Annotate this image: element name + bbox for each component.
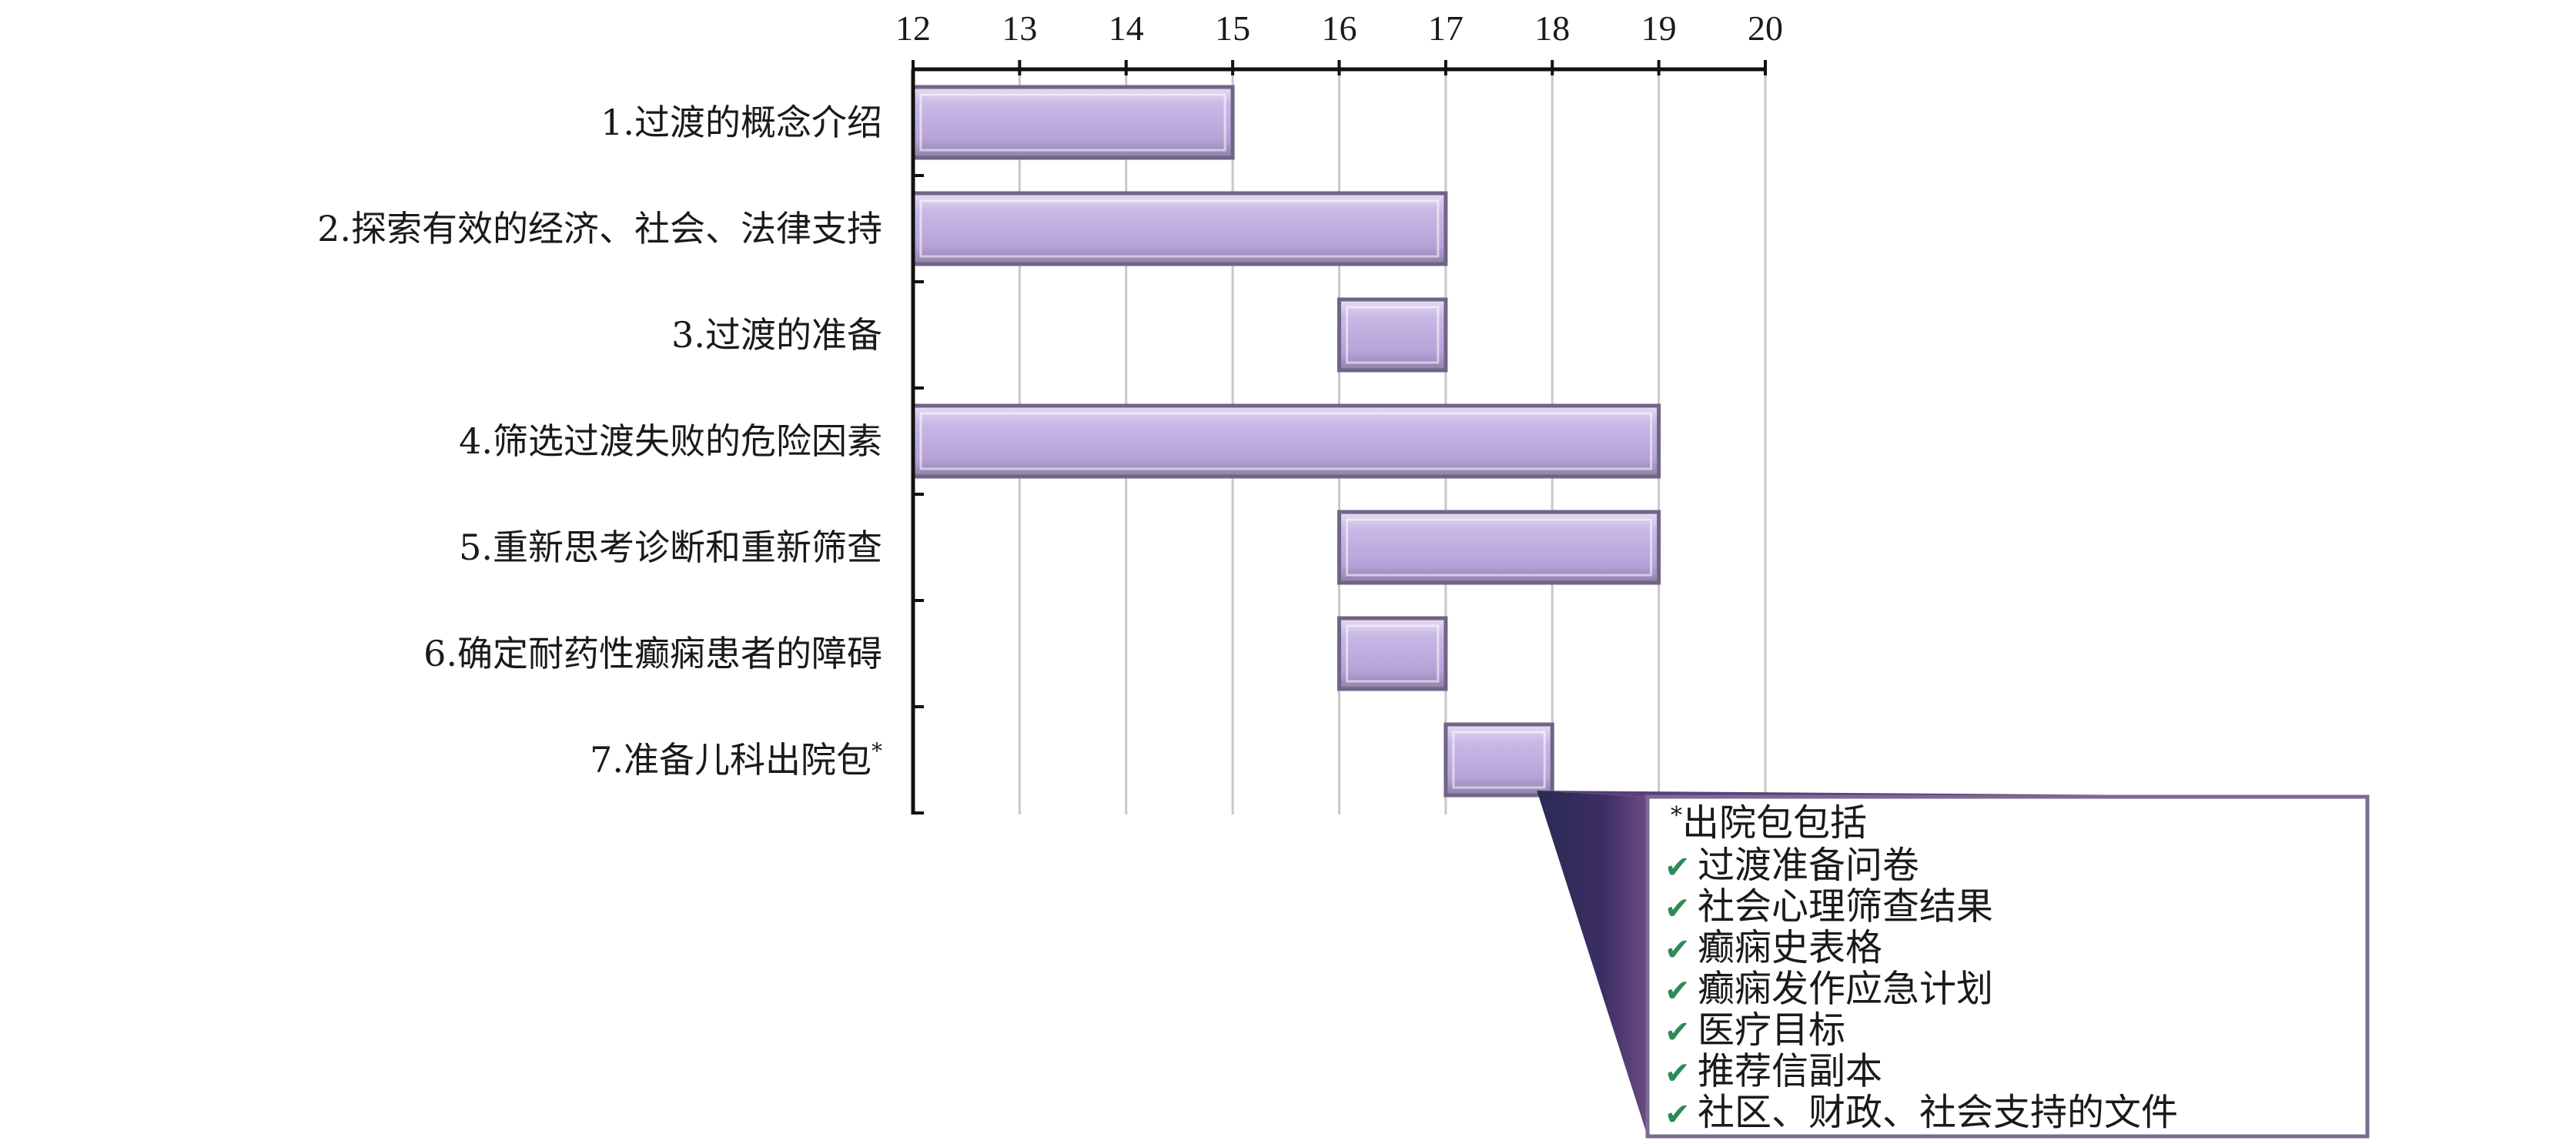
check-icon: ✔ (1664, 974, 1691, 1009)
callout-item: 推荐信副本 (1698, 1050, 1882, 1093)
callout-item: 过渡准备问卷 (1698, 844, 1919, 887)
callout-item: 社会心理筛查结果 (1698, 885, 1993, 928)
category-label: 1.过渡的概念介绍 (601, 102, 882, 143)
x-tick-label: 19 (1641, 8, 1677, 48)
x-tick-label: 16 (1322, 8, 1357, 48)
bar (1444, 722, 1554, 798)
check-icon: ✔ (1664, 1056, 1691, 1092)
x-tick-label: 15 (1215, 8, 1250, 48)
footnote-marker: * (871, 738, 882, 764)
check-icon: ✔ (1664, 891, 1691, 927)
bar (911, 85, 1235, 160)
check-icon: ✔ (1664, 932, 1691, 968)
callout-item: 社区、财政、社会支持的文件 (1698, 1091, 2178, 1134)
bar (1337, 616, 1448, 691)
check-icon: ✔ (1664, 1015, 1691, 1050)
axes: 12 13 14 15 16 17 18 19 20 (895, 8, 1783, 815)
x-tick-label: 18 (1534, 8, 1570, 48)
callout-title: *出院包包括 (1671, 801, 1867, 845)
bar (911, 403, 1661, 479)
x-tick-label: 20 (1748, 8, 1783, 48)
x-tick-label: 17 (1428, 8, 1464, 48)
bar (1337, 297, 1448, 373)
callout-box (1645, 794, 2370, 1139)
callout: *出院包包括✔过渡准备问卷✔社会心理筛查结果✔癫痫史表格✔癫痫发作应急计划✔医疗… (1537, 791, 2370, 1139)
category-label: 3.过渡的准备 (671, 314, 882, 356)
check-icon: ✔ (1664, 1097, 1691, 1132)
x-tick-label: 12 (895, 8, 931, 48)
category-label: 4.筛选过渡失败的危险因素 (459, 420, 882, 462)
x-tick-label: 14 (1109, 8, 1144, 48)
footnote-marker: * (1671, 802, 1682, 829)
category-label: 5.重新思考诊断和重新筛查 (459, 527, 882, 568)
x-tick-label: 13 (1002, 8, 1037, 48)
callout-wedge-left (1537, 791, 1648, 1136)
callout-item: 癫痫史表格 (1698, 926, 1882, 969)
bar (1337, 510, 1661, 585)
callout-item: 医疗目标 (1698, 1009, 1845, 1052)
category-label: 7.准备儿科出院包* (590, 738, 882, 781)
category-label: 6.确定耐药性癫痫患者的障碍 (423, 633, 882, 674)
category-labels: 1.过渡的概念介绍 2.探索有效的经济、社会、法律支持 3.过渡的准备 4.筛选过渡失… (317, 102, 882, 781)
bar (911, 191, 1448, 266)
bars (911, 85, 1661, 798)
check-icon: ✔ (1664, 850, 1691, 885)
category-label: 2.探索有效的经济、社会、法律支持 (317, 208, 882, 249)
callout-item: 癫痫发作应急计划 (1698, 968, 1993, 1011)
